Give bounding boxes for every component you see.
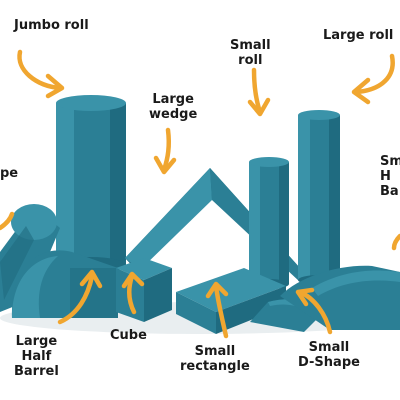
label-left-cut: pe — [0, 166, 18, 181]
arrow-icon — [121, 271, 145, 315]
label-small-roll-line2: roll — [238, 53, 263, 68]
leaning-roll-shape — [0, 204, 60, 312]
label-small-half-barrel-cut: Sm H Ba — [380, 154, 400, 199]
label-right-cut-line3: Ba — [380, 184, 399, 199]
arrow-icon — [247, 67, 271, 117]
label-small-roll-line1: Small — [230, 38, 271, 53]
arrow-icon — [17, 49, 65, 99]
label-left-cut-text: pe — [0, 166, 19, 181]
label-small-d-shape: Small D-Shape — [298, 340, 360, 370]
arrow-icon — [295, 287, 333, 335]
label-small-d-shape-line1: Small — [308, 340, 350, 355]
arrow-icon — [0, 211, 15, 231]
small-roll-shape — [249, 157, 289, 289]
arrow-icon — [351, 53, 395, 105]
label-jumbo-roll: Jumbo roll — [14, 18, 89, 33]
label-small-d-shape-line2: D-Shape — [298, 355, 360, 370]
jumbo-roll-shape — [56, 95, 126, 273]
label-large-wedge: Large wedge — [149, 92, 197, 122]
label-small-rectangle-line2: rectangle — [180, 359, 250, 374]
large-roll-shape — [298, 110, 340, 285]
label-large-half-barrel-line1: Large — [15, 334, 58, 349]
label-right-cut-line1: Sm — [380, 154, 400, 169]
label-large-wedge-line2: wedge — [149, 107, 198, 122]
label-arrows — [0, 49, 400, 339]
label-small-roll: Small roll — [230, 38, 271, 68]
arrow-icon — [57, 269, 103, 325]
arrow-icon — [391, 233, 400, 251]
arrow-icon — [205, 281, 229, 339]
small-half-barrel-shape — [280, 265, 400, 330]
label-jumbo-roll-text: Jumbo roll — [14, 18, 89, 33]
small-rectangle-shape — [176, 268, 286, 334]
label-large-roll: Large roll — [323, 28, 393, 43]
label-large-roll-text: Large roll — [323, 28, 394, 43]
label-large-half-barrel: Large Half Barrel — [14, 334, 59, 379]
label-large-half-barrel-line2: Half — [21, 349, 52, 364]
label-cube: Cube — [110, 328, 147, 343]
cube-shape — [116, 258, 172, 322]
label-right-cut-line2: H — [380, 169, 391, 184]
label-large-wedge-line1: Large — [152, 92, 194, 107]
label-large-half-barrel-line3: Barrel — [14, 364, 59, 379]
label-small-rectangle: Small rectangle — [180, 344, 250, 374]
arrow-icon — [153, 127, 177, 175]
label-small-rectangle-line1: Small — [194, 344, 236, 359]
label-cube-text: Cube — [110, 328, 147, 343]
